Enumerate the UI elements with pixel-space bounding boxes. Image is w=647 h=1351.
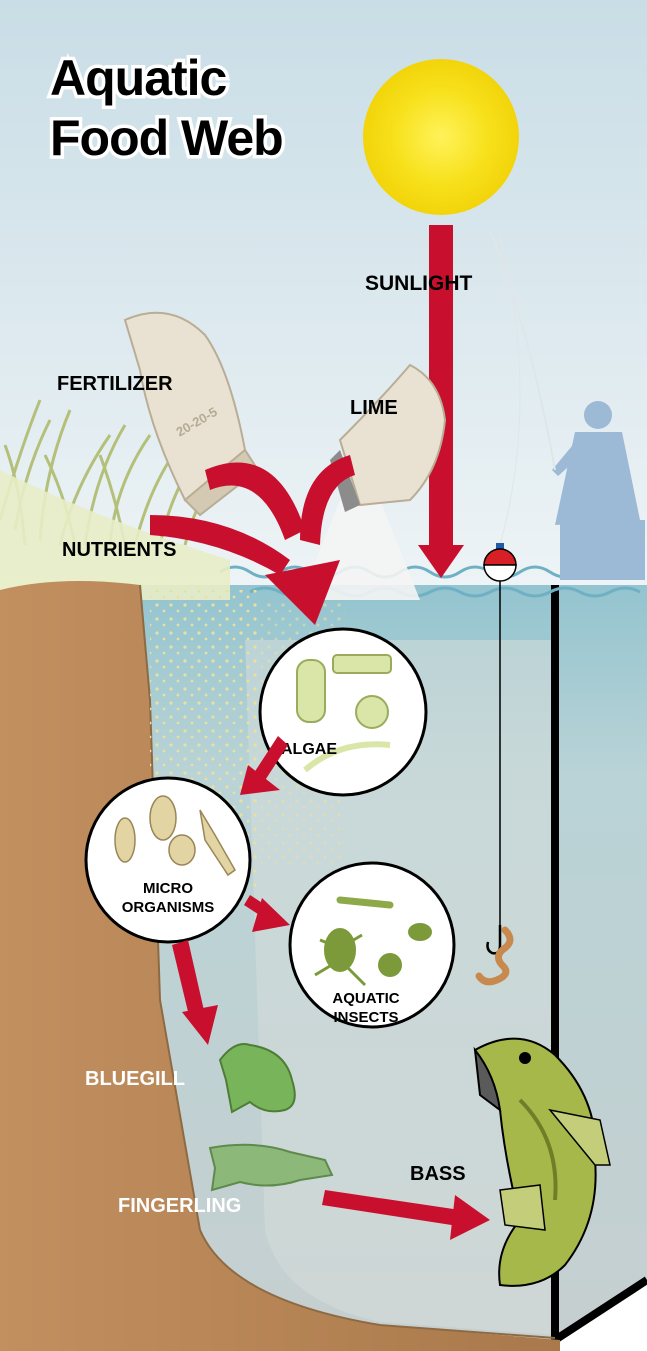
- micro-organisms-node: [86, 778, 250, 942]
- insects-label-line1: AQUATIC: [332, 990, 399, 1007]
- micro-label-line2: ORGANISMS: [122, 899, 215, 916]
- nutrients-label: NUTRIENTS: [62, 539, 176, 561]
- micro-label-line1: MICRO: [143, 880, 193, 897]
- sunlight-label: SUNLIGHT: [365, 272, 473, 295]
- title-line-1: Aquatic: [50, 50, 227, 106]
- insects-label-line2: INSECTS: [333, 1009, 398, 1026]
- title-line-2: Food Web: [50, 110, 283, 166]
- fingerling-label: FINGERLING: [118, 1195, 241, 1217]
- algae-label: ALGAE: [281, 741, 337, 758]
- bluegill-label: BLUEGILL: [85, 1068, 185, 1090]
- lime-label: LIME: [350, 397, 398, 419]
- algae-node: [260, 629, 426, 795]
- sun-icon: [363, 59, 519, 215]
- fertilizer-label: FERTILIZER: [57, 373, 173, 395]
- bass-label: BASS: [410, 1163, 466, 1185]
